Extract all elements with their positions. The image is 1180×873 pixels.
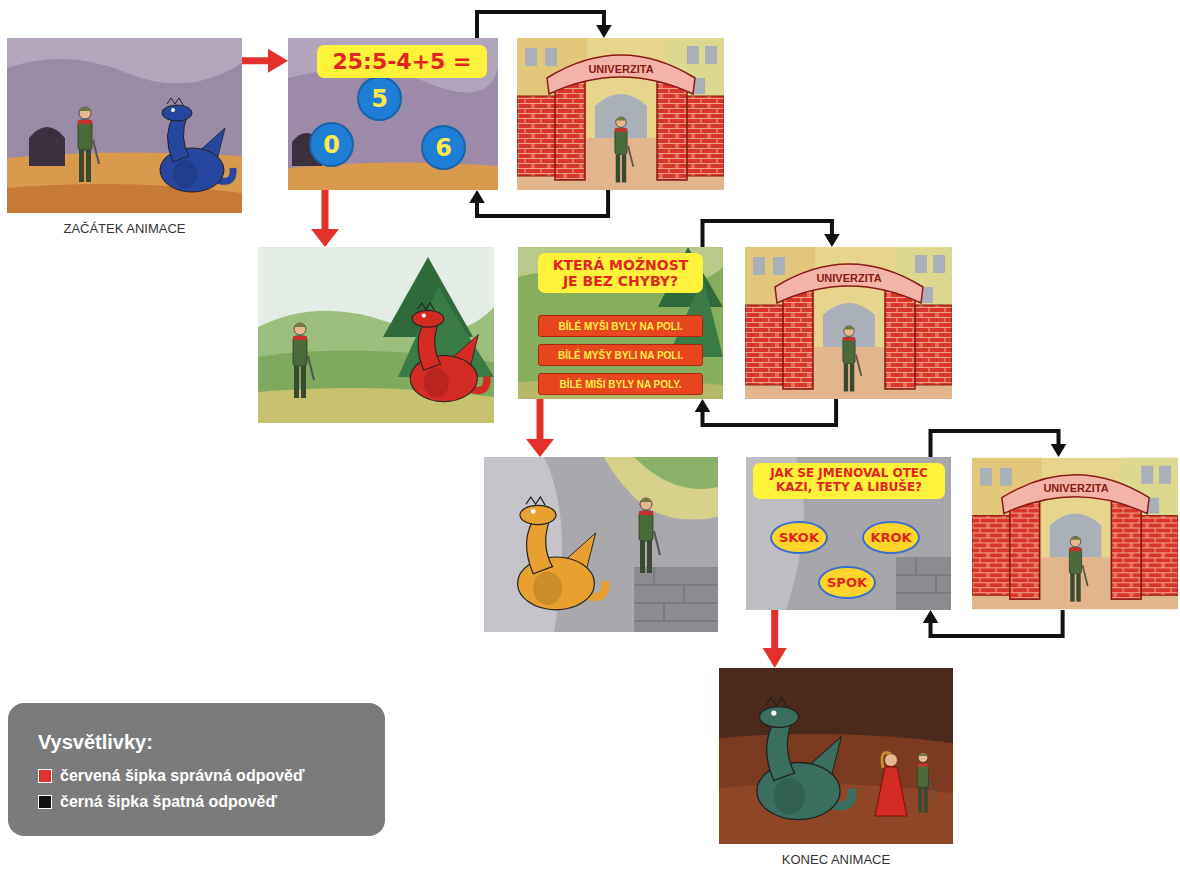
answer-oval: KROK [862, 521, 920, 554]
connector-line [931, 431, 1059, 457]
legend-swatch [38, 769, 52, 783]
answer-text: SPOK [827, 575, 867, 590]
university-panel: UNIVERZITA [745, 247, 952, 399]
quiz-panel: 25:5-4+5 = 0 5 6 [288, 38, 498, 190]
arrow-head [596, 25, 612, 38]
answer-text: 0 [323, 131, 340, 159]
connector-line [931, 610, 1063, 636]
answer-oval: SPOK [818, 566, 876, 599]
scene-panel: ZAČÁTEK ANIMACE [7, 38, 242, 213]
arrow-head [469, 190, 485, 203]
university-panel: UNIVERZITA [517, 38, 724, 190]
legend-title: Vysvětlivky: [38, 731, 153, 754]
arrow-head [824, 234, 840, 247]
answer-text: SKOK [779, 530, 819, 545]
answer-text: BÍLÉ MIŠI BYLY NA POLY. [559, 379, 681, 390]
answer-oval: SKOK [770, 521, 828, 554]
question-box: 25:5-4+5 = [317, 45, 487, 78]
answer-text: 5 [371, 85, 388, 113]
arrow-head [923, 610, 939, 623]
arrow-head [268, 49, 288, 73]
arch-sign: UNIVERZITA [807, 272, 891, 284]
connector [923, 610, 1063, 636]
arrow-head [763, 648, 787, 668]
answer-text: KROK [870, 530, 911, 545]
caption: ZAČÁTEK ANIMACE [0, 221, 262, 236]
caption: KONEC ANIMACE [699, 852, 973, 867]
connector [477, 12, 612, 38]
connector-line [242, 57, 272, 64]
answer-text: BÍLÉ MYŠI BYLY NA POLI. [558, 321, 682, 332]
connector [242, 49, 288, 73]
legend-swatch [38, 795, 52, 809]
connector [931, 431, 1067, 457]
connector [703, 221, 840, 247]
connector-line [477, 190, 608, 216]
quiz-panel: JAK SE JMENOVAL OTEC KAZI, TETY A LIBUŠE… [746, 457, 951, 610]
connector [763, 610, 787, 668]
legend-text: černá šipka špatná odpověď [60, 793, 277, 811]
legend-row: černá šipka špatná odpověď [38, 793, 277, 811]
scene-panel: KONEC ANIMACE [719, 668, 953, 844]
connector-line [771, 610, 778, 652]
university-panel: UNIVERZITA [972, 457, 1178, 610]
answer-button: BÍLÉ MYŠI BYLY NA POLI. [538, 315, 703, 337]
connector-line [477, 12, 604, 38]
legend-text: červená šipka správná odpověď [60, 767, 305, 785]
arch-sign: UNIVERZITA [579, 63, 663, 75]
answer-text: 6 [435, 134, 452, 162]
answer-circle: 0 [309, 122, 354, 167]
answer-circle: 5 [357, 76, 402, 121]
arch-sign: UNIVERZITA [1034, 482, 1118, 494]
connector [695, 399, 836, 425]
arrow-head [695, 399, 711, 412]
answer-button: BÍLÉ MIŠI BYLY NA POLY. [538, 373, 703, 395]
legend-row: červená šipka správná odpověď [38, 767, 305, 785]
legend-box: Vysvětlivky: červená šipka správná odpově… [8, 703, 385, 836]
question-box: JAK SE JMENOVAL OTEC KAZI, TETY A LIBUŠE… [753, 463, 945, 499]
answer-text: BÍLÉ MYŠY BYLI NA POLI. [558, 350, 683, 361]
answer-button: BÍLÉ MYŠY BYLI NA POLI. [538, 344, 703, 366]
answer-circle: 6 [421, 125, 466, 170]
connector [469, 190, 608, 216]
connector-line [703, 221, 832, 247]
question-box: KTERÁ MOŽNOST JE BEZ CHYBY? [538, 253, 703, 293]
arrow-head [1051, 444, 1067, 457]
connector-line [703, 399, 837, 425]
quiz-panel: KTERÁ MOŽNOST JE BEZ CHYBY? BÍLÉ MYŠI BYL… [518, 247, 723, 399]
